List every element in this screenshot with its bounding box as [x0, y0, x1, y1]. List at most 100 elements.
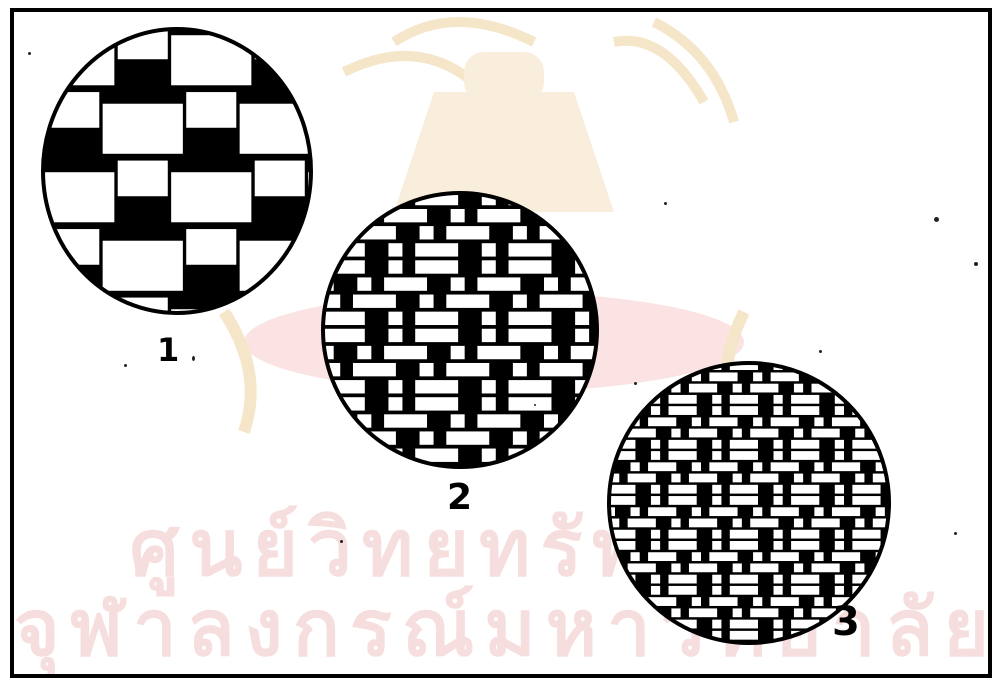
- warp-float: [712, 541, 721, 550]
- weft-float: [607, 406, 635, 415]
- warp-float: [794, 563, 803, 572]
- warp-float: [482, 243, 496, 256]
- warp-float: [651, 496, 660, 505]
- warp-float: [388, 397, 402, 410]
- warp-float: [733, 384, 742, 393]
- warp-float: [651, 485, 660, 494]
- warp-float: [774, 395, 783, 404]
- weft-float: [771, 597, 799, 606]
- weft-float: [628, 474, 656, 483]
- warp-float: [712, 406, 721, 415]
- warp-over: [185, 228, 237, 266]
- warp-float: [733, 474, 742, 483]
- weft-float: [607, 361, 635, 370]
- warp-float: [575, 466, 589, 470]
- weft-float: [607, 620, 635, 629]
- weft-float: [415, 260, 458, 273]
- weft-float: [648, 552, 676, 561]
- warp-float: [692, 507, 701, 516]
- weft-float: [730, 496, 758, 505]
- warp-float: [753, 372, 762, 381]
- warp-float: [794, 429, 803, 438]
- weft-float: [322, 260, 365, 273]
- weft-float: [540, 295, 583, 308]
- sample-2-label: 2: [447, 480, 472, 516]
- scan-speck: [819, 350, 822, 353]
- weft-float: [628, 519, 656, 528]
- weft-float: [771, 507, 799, 516]
- weft-float: [384, 277, 427, 290]
- warp-float: [753, 507, 762, 516]
- warp-float: [835, 361, 844, 370]
- weft-float: [852, 451, 880, 460]
- weft-float: [669, 440, 697, 449]
- weft-float: [322, 312, 365, 325]
- warp-float: [482, 329, 496, 342]
- warp-float: [420, 363, 434, 376]
- weft-float: [771, 417, 799, 426]
- warp-float: [692, 417, 701, 426]
- warp-over: [254, 297, 306, 316]
- warp-float: [692, 552, 701, 561]
- weft-float: [320, 414, 334, 427]
- weft-float: [415, 243, 458, 256]
- weft-float: [852, 496, 880, 505]
- weft-float: [322, 192, 365, 205]
- weft-float: [606, 372, 615, 381]
- warp-float: [835, 406, 844, 415]
- weft-float: [791, 406, 819, 415]
- weft-float: [852, 485, 880, 494]
- warp-float: [774, 575, 783, 584]
- weft-float: [812, 519, 840, 528]
- warp-float: [651, 406, 660, 415]
- warp-float: [544, 277, 558, 290]
- weft-float: [353, 295, 396, 308]
- warp-float: [651, 361, 660, 370]
- weft-float: [771, 462, 799, 471]
- scan-speck: [634, 382, 637, 385]
- weft-float: [477, 346, 520, 359]
- warp-float: [451, 346, 465, 359]
- warp-float: [855, 384, 864, 393]
- warp-float: [651, 530, 660, 539]
- warp-float: [774, 451, 783, 460]
- weft-float: [669, 361, 697, 370]
- weft-over: [102, 103, 184, 155]
- weft-float: [832, 552, 860, 561]
- figure-frame: ศูนย์วิทยทรัพยากร จุฬาลงกรณ์มหาวิทยาลัย …: [10, 8, 992, 678]
- weft-float: [669, 451, 697, 460]
- warp-float: [631, 552, 640, 561]
- warp-float: [651, 541, 660, 550]
- weft-float: [730, 440, 758, 449]
- weft-float: [571, 209, 600, 222]
- weft-float: [477, 277, 520, 290]
- weft-float: [791, 485, 819, 494]
- weft-float: [832, 507, 860, 516]
- weft-float: [415, 329, 458, 342]
- warp-float: [855, 563, 864, 572]
- warp-over: [254, 160, 306, 198]
- weft-float: [791, 451, 819, 460]
- weft-float: [689, 474, 717, 483]
- warp-float: [420, 226, 434, 239]
- weft-float: [322, 449, 365, 462]
- warp-float: [753, 552, 762, 561]
- weft-float: [832, 372, 860, 381]
- weft-over: [239, 103, 314, 155]
- scan-speck: [664, 202, 667, 205]
- warp-float: [835, 440, 844, 449]
- weft-float: [415, 397, 458, 410]
- weft-float: [873, 608, 892, 617]
- warp-over: [254, 26, 306, 60]
- warp-float: [671, 474, 680, 483]
- warp-float: [835, 451, 844, 460]
- weft-float: [730, 451, 758, 460]
- weft-float: [446, 295, 489, 308]
- warp-float: [610, 429, 619, 438]
- warp-float: [876, 417, 885, 426]
- weft-float: [648, 507, 676, 516]
- warp-float: [631, 507, 640, 516]
- warp-float: [513, 431, 527, 444]
- warp-float: [794, 519, 803, 528]
- weft-float: [509, 380, 552, 393]
